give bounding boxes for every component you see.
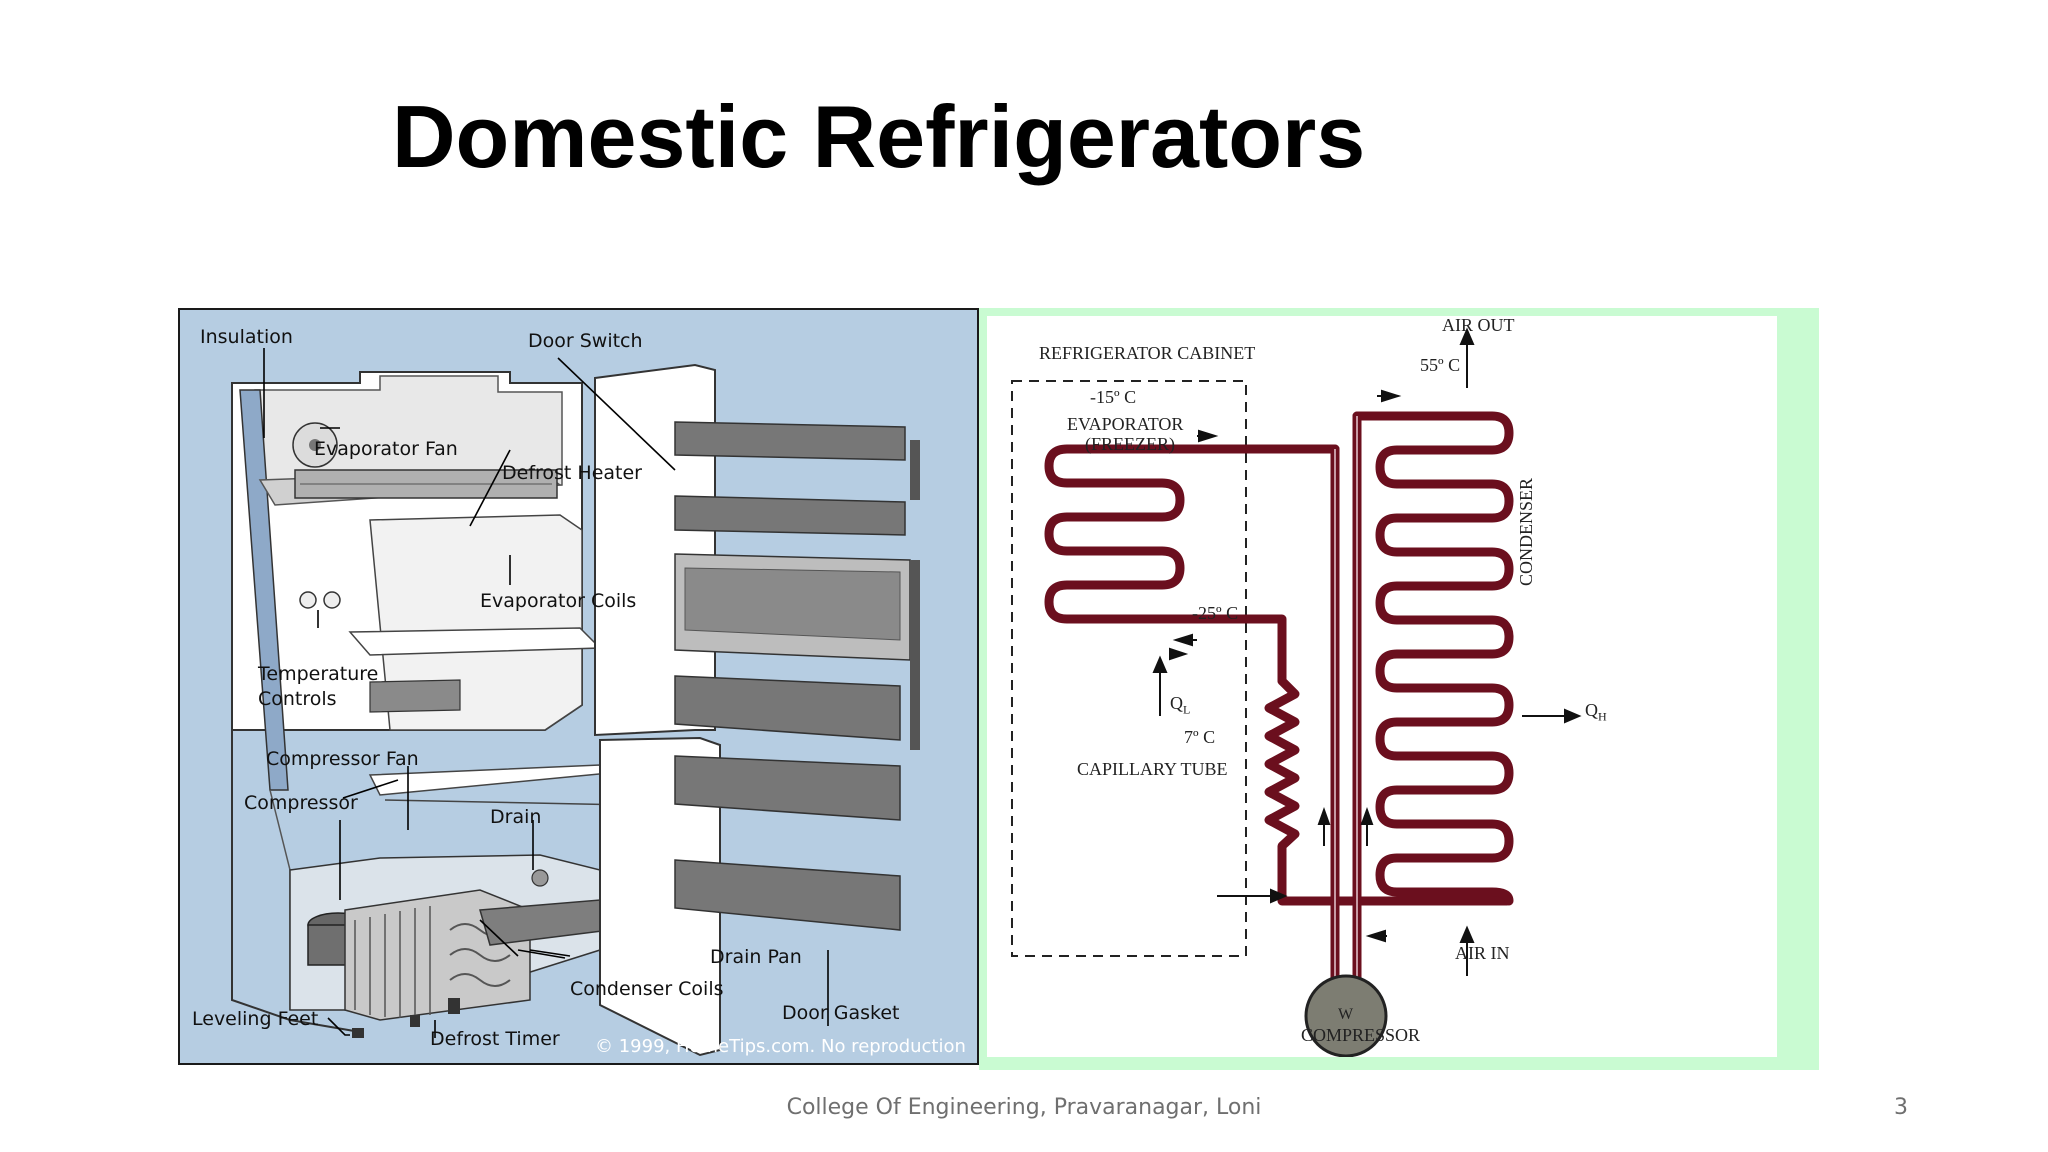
cycle-drawing — [1011, 327, 1582, 1057]
copyright-notice: © 1999, HomeTips.com. No reproduction — [595, 1036, 966, 1057]
fridge-drawing — [231, 348, 920, 1057]
label-evaporator-inlet-temp: -25º C — [1192, 603, 1239, 623]
label-condenser-coils: Condenser Coils — [570, 978, 724, 1000]
schematic-canvas: REFRIGERATOR CABINET -15º C EVAPORATOR (… — [987, 315, 1777, 1057]
label-door-gasket: Door Gasket — [782, 1002, 900, 1024]
label-condenser-temp: 55º C — [1420, 355, 1461, 375]
label-temperature: Temperature — [258, 663, 379, 685]
refrigeration-cycle-schematic: REFRIGERATOR CABINET -15º C EVAPORATOR (… — [979, 308, 1819, 1070]
label-drain: Drain — [490, 806, 542, 828]
label-evaporator-fan: Evaporator Fan — [314, 438, 458, 460]
label-door-switch: Door Switch — [528, 330, 643, 352]
label-leveling-feet: Leveling Feet — [192, 1008, 319, 1030]
label-drain-pan: Drain Pan — [710, 946, 802, 968]
label-defrost-timer: Defrost Timer — [430, 1028, 560, 1050]
page-number: 3 — [1894, 1095, 1908, 1120]
label-condenser: CONDENSER — [1516, 477, 1536, 586]
label-evaporator-coils: Evaporator Coils — [480, 590, 637, 612]
label-defrost-heater: Defrost Heater — [502, 462, 642, 484]
label-air-out: AIR OUT — [1442, 315, 1515, 335]
slide-footer: College Of Engineering, Pravaranagar, Lo… — [786, 1095, 1262, 1120]
label-insulation: Insulation — [200, 326, 293, 348]
label-ql: QL — [1170, 693, 1191, 717]
label-compressor: Compressor — [244, 792, 358, 814]
label-refrigerator-cabinet: REFRIGERATOR CABINET — [1039, 343, 1256, 363]
label-evaporator-temp: -15º C — [1090, 387, 1137, 407]
label-air-in: AIR IN — [1455, 943, 1510, 963]
label-controls: Controls — [258, 688, 337, 710]
label-compressor-symbol: W — [1338, 1006, 1354, 1023]
label-capillary-tube: CAPILLARY TUBE — [1077, 759, 1228, 779]
label-freezer: (FREEZER) — [1085, 434, 1175, 454]
slide-title: Domestic Refrigerators — [392, 87, 1366, 186]
fridge-illustration: Insulation Door Switch Evaporator Fan De… — [178, 308, 979, 1065]
label-capillary-temp: 7º C — [1184, 727, 1216, 747]
label-qh: QH — [1585, 700, 1607, 724]
label-evaporator: EVAPORATOR — [1067, 414, 1184, 434]
label-compressor-fan: Compressor Fan — [266, 748, 419, 770]
label-compressor: COMPRESSOR — [1301, 1025, 1421, 1045]
